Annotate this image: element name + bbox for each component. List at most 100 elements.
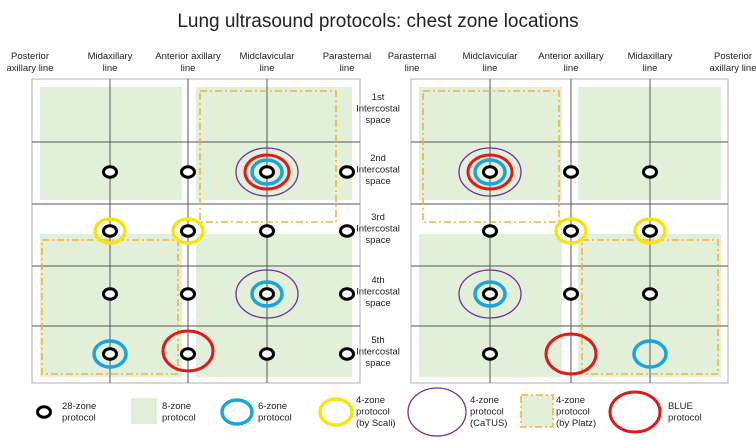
legend-platz-label-line: protocol: [556, 407, 590, 418]
legend-6-zone-label-line: 6-zone: [258, 401, 287, 412]
column-header-left-line: line: [181, 63, 196, 74]
legend-catus-label-line: 4-zone: [470, 395, 499, 406]
28-zone-marker: [102, 287, 118, 301]
six-zone-marker: [250, 280, 284, 308]
28-zone-marker: [180, 165, 196, 179]
intercostal-label-line: Intercostal: [356, 224, 400, 235]
28-zone-marker: [102, 224, 118, 238]
28-zone-marker: [180, 224, 196, 238]
scali-marker: [554, 217, 588, 245]
column-header-left-line: line: [103, 63, 118, 74]
column-header-left-line: Posterior: [11, 51, 49, 62]
intercostal-label-line: space: [365, 115, 390, 126]
legend-6-zone-swatch: [220, 398, 254, 426]
right-platz-zones: [422, 90, 719, 375]
intercostal-label-line: Intercostal: [356, 165, 400, 176]
28-zone-marker: [259, 287, 275, 301]
six-zone-marker: [250, 158, 284, 186]
legend-platz-swatch: [520, 394, 554, 428]
column-header-left-line: line: [340, 63, 355, 74]
diagram-title: Lung ultrasound protocols: chest zone lo…: [177, 11, 578, 32]
scali-marker: [93, 217, 127, 245]
right-protocol-markers: [458, 147, 668, 376]
28-zone-marker: [36, 405, 52, 419]
intercostal-label-line: Intercostal: [356, 287, 400, 298]
blue-protocol-marker: [544, 332, 598, 376]
column-header-right-line: line: [405, 63, 420, 74]
28-zone-marker: [642, 224, 658, 238]
catus-marker: [458, 147, 522, 197]
column-header-right-line: Parasternal: [388, 51, 437, 62]
column-header-right-line: Posterior: [714, 51, 752, 62]
intercostal-label-line: space: [365, 176, 390, 187]
legend-8-zone-label-line: 8-zone: [162, 401, 191, 412]
column-header-right-line: line: [643, 63, 658, 74]
legend-platz-label-line: 4-zone: [556, 395, 585, 406]
column-header-left-line: Anterior axillary: [155, 51, 221, 62]
28-zone-marker: [102, 165, 118, 179]
column-header-right-line: axillary line: [710, 63, 756, 74]
28-zone-marker: [102, 347, 118, 361]
28-zone-marker: [259, 224, 275, 238]
legend-catus-label-line: protocol: [470, 407, 504, 418]
legend-6-zone-label-line: protocol: [258, 413, 292, 424]
platz-zone: [422, 90, 560, 223]
legend-scali-label-line: 4-zone: [356, 395, 385, 406]
column-header-left-line: Midclavicular: [240, 51, 295, 62]
28-zone-marker: [259, 165, 275, 179]
legend-platz-label-line: (by Platz): [556, 418, 596, 429]
legend-blue-label-line: BLUE: [668, 401, 693, 412]
legend-scali-label-line: (by Scali): [356, 418, 396, 429]
left-8-zone-regions: [40, 87, 352, 377]
intercostal-label-line: 2nd: [370, 153, 386, 164]
column-header-left-line: Midaxillary: [88, 51, 133, 62]
left-chest-panel: [31, 78, 361, 384]
legend-8-zone-swatch: [131, 398, 157, 424]
column-header-right-line: Midclavicular: [463, 51, 518, 62]
catus-marker: [235, 147, 299, 197]
scali-marker: [171, 217, 205, 245]
column-header-right-line: Midaxillary: [628, 51, 673, 62]
28-zone-marker: [339, 287, 355, 301]
intercostal-label-line: Intercostal: [356, 104, 400, 115]
column-header-right-line: line: [564, 63, 579, 74]
28-zone-marker: [482, 287, 498, 301]
28-zone-marker: [482, 224, 498, 238]
28-zone-marker: [642, 165, 658, 179]
blue-protocol-marker: [161, 329, 215, 373]
scali-marker: [633, 217, 667, 245]
intercostal-label-line: 1st: [372, 92, 385, 103]
six-zone-marker: [473, 158, 507, 186]
legend-catus-label-line: (CaTUS): [470, 418, 507, 429]
column-header-right-line: Anterior axillary: [538, 51, 604, 62]
28-zone-marker: [339, 224, 355, 238]
intercostal-label-line: 3rd: [371, 212, 385, 223]
legend-8-zone-label-line: protocol: [162, 413, 196, 424]
column-header-right-line: line: [483, 63, 498, 74]
28-zone-marker: [339, 347, 355, 361]
28-zone-marker: [339, 165, 355, 179]
legend-blue-label-line: protocol: [668, 413, 702, 424]
28-zone-marker: [482, 165, 498, 179]
